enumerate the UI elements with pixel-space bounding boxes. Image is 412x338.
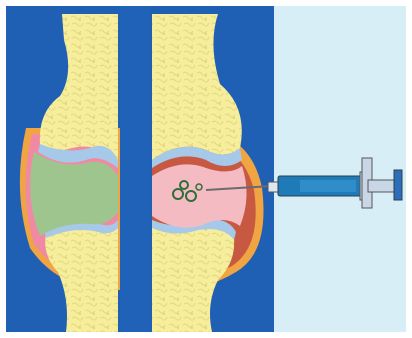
syringe-plunger [368, 180, 394, 192]
syringe-plunger-cap [394, 170, 402, 200]
right-background [274, 6, 406, 332]
needle-hub [268, 182, 278, 192]
syringe-fluid [300, 180, 356, 192]
center-divider [120, 6, 150, 332]
inflamed-joint-fluid [152, 164, 247, 227]
